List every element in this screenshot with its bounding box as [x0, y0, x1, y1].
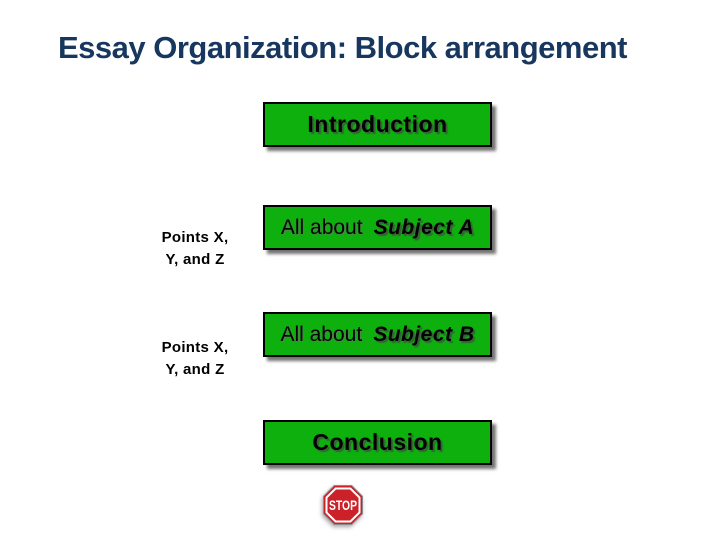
box-label-prefix: All about [280, 215, 363, 239]
stop-octagon-ring [325, 487, 361, 523]
stop-label: STOP [329, 497, 357, 513]
slide-title: Essay Organization: Block arrangement [58, 30, 627, 65]
box-label: Conclusion [312, 429, 443, 455]
box-label-prefix: All about [280, 322, 363, 346]
side-label-line: Y, and Z [165, 361, 225, 378]
diagram-box-conclusion: Conclusion [263, 420, 492, 465]
box-label-emphasis: Subject B [373, 322, 475, 346]
side-label-subject-b-points: Points X, Y, and Z [143, 337, 247, 381]
side-label-subject-a-points: Points X, Y, and Z [143, 227, 247, 271]
diagram-box-introduction: Introduction [263, 102, 492, 147]
stop-octagon [323, 485, 363, 525]
side-label-line: Points X, [161, 229, 229, 246]
stop-sign-icon[interactable]: STOP [322, 484, 364, 526]
side-label-line: Y, and Z [165, 251, 225, 268]
box-label: Introduction [307, 111, 448, 137]
diagram-box-subject-b: All about Subject B [263, 312, 492, 357]
box-label-emphasis: Subject A [373, 215, 475, 239]
side-label-line: Points X, [161, 339, 229, 356]
diagram-box-subject-a: All about Subject A [263, 205, 492, 250]
